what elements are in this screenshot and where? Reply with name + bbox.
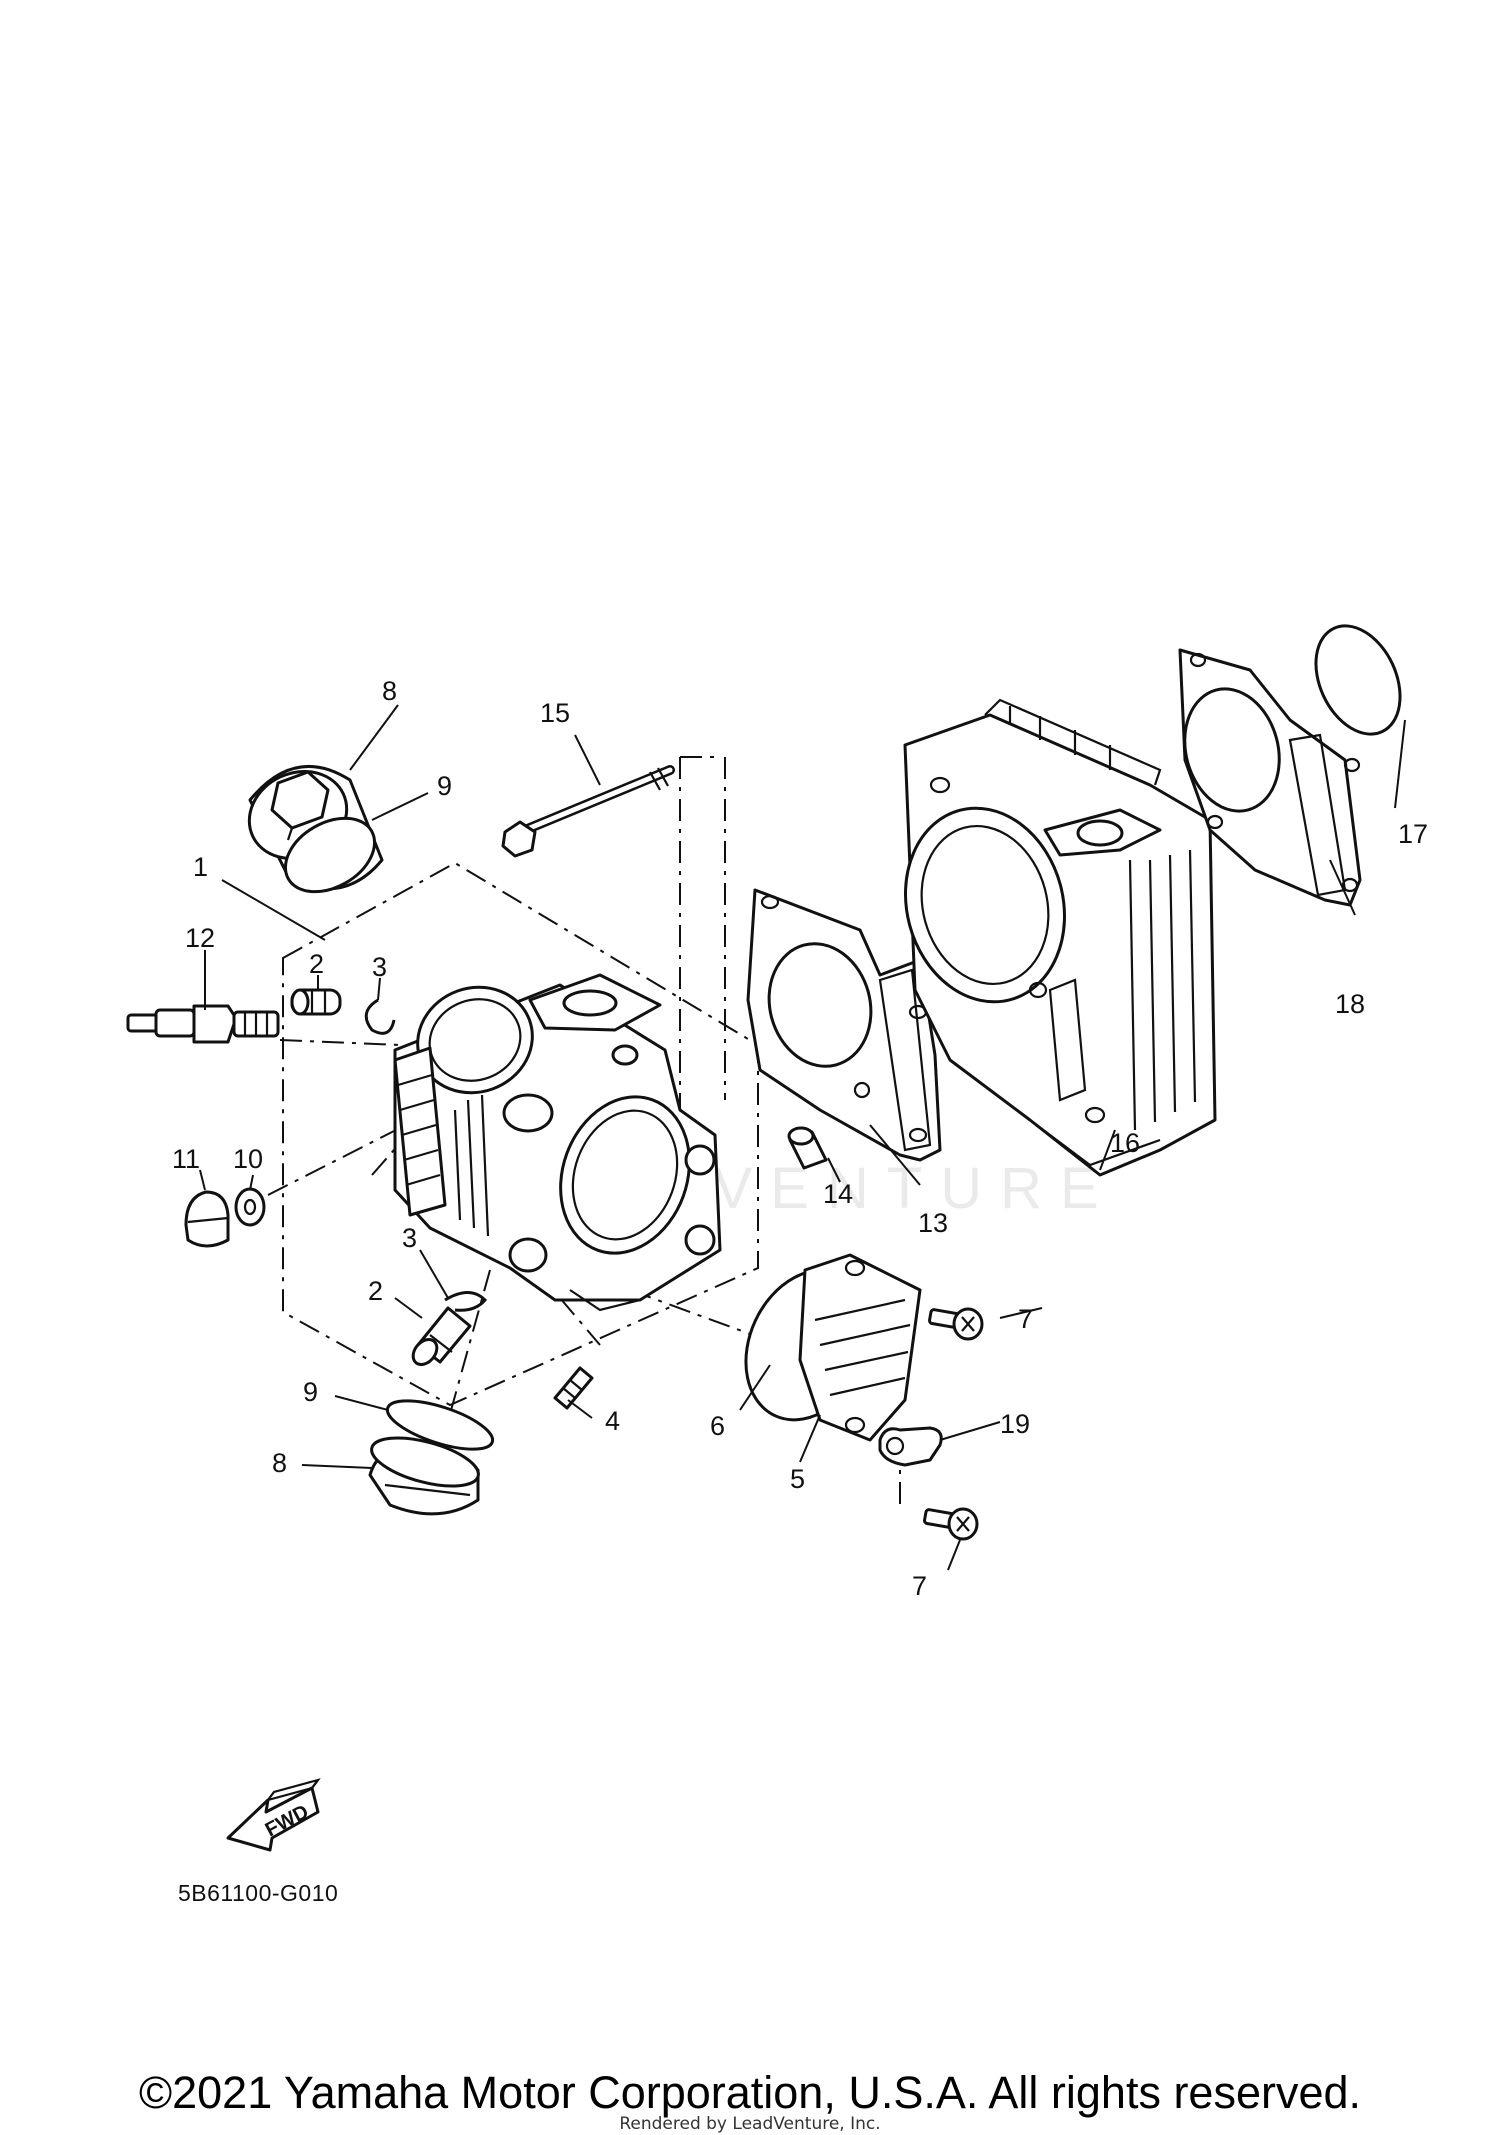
o-ring-upper (283, 816, 377, 894)
fwd-arrow-icon: FWD (226, 1778, 321, 1852)
callout-2: 2 (309, 949, 324, 979)
clip-upper (364, 998, 396, 1035)
head-assembly-outline (282, 861, 759, 1407)
callout-18: 18 (1335, 989, 1365, 1019)
cylinder-block (903, 698, 1217, 1177)
clip-lower (444, 1291, 488, 1312)
leader-11 (199, 1169, 206, 1191)
leader-19 (939, 1421, 1001, 1441)
callout-15: 15 (540, 698, 570, 728)
callout-7: 7 (1018, 1304, 1033, 1334)
leader-5 (799, 1414, 821, 1463)
callout-2-lower: 2 (368, 1276, 383, 1306)
o-ring-large (1314, 624, 1402, 736)
leader-7a (999, 1307, 1043, 1319)
leader-3a (377, 977, 381, 1001)
leader-17 (1394, 719, 1406, 809)
cap-nut (184, 1190, 230, 1248)
screw-lower (923, 1507, 979, 1541)
valve-guide-lower (411, 1306, 472, 1367)
centerline-spark-plug (279, 1039, 401, 1046)
callout-9-lower: 9 (303, 1377, 318, 1407)
leader-8b (301, 1464, 373, 1469)
leader-10 (249, 1174, 254, 1191)
leader-16 (1099, 1129, 1116, 1171)
washer (234, 1187, 266, 1227)
leader-2b (394, 1297, 423, 1319)
cylinder-head (393, 973, 722, 1312)
callout-9: 9 (437, 771, 452, 801)
dowel-pin (787, 1126, 828, 1170)
spark-plug (126, 1004, 280, 1044)
leader-18 (1329, 859, 1356, 916)
callout-19: 19 (1000, 1409, 1030, 1439)
leader-3b (419, 1249, 449, 1299)
callout-14: 14 (823, 1179, 853, 1209)
bracket (878, 1426, 943, 1467)
callout-17: 17 (1398, 819, 1428, 849)
copyright-notice: ©2021 Yamaha Motor Corporation, U.S.A. A… (138, 2067, 1362, 2118)
valve-guide-upper (290, 988, 342, 1016)
dowel-small (553, 1366, 594, 1410)
callout-3-lower: 3 (402, 1223, 417, 1253)
callout-10: 10 (233, 1144, 263, 1174)
callout-16: 16 (1110, 1128, 1140, 1158)
leader-15 (574, 734, 601, 786)
o-ring-lower (385, 1399, 495, 1451)
centerline-lower-plug (439, 1269, 491, 1451)
callout-11: 11 (172, 1144, 200, 1174)
leader-13 (869, 1124, 921, 1186)
screw-upper (928, 1307, 984, 1341)
head-bolt (501, 765, 675, 858)
leader-9b (334, 1395, 389, 1411)
callout-6: 6 (710, 1411, 725, 1441)
leader-4 (567, 1399, 593, 1419)
leader-14 (827, 1157, 841, 1183)
callout-3: 3 (372, 952, 387, 982)
callout-8: 8 (382, 676, 397, 706)
leader-1 (221, 879, 326, 941)
callout-7-lower: 7 (912, 1571, 927, 1601)
rendered-by: Rendered by LeadVenture, Inc. (619, 2114, 881, 2134)
side-cover (744, 1253, 922, 1442)
gasket-lower (746, 888, 942, 1162)
callout-5: 5 (790, 1464, 805, 1494)
callout-1: 1 (193, 852, 208, 882)
leader-9a (371, 792, 429, 821)
callout-12: 12 (185, 923, 215, 953)
callout-13: 13 (918, 1208, 948, 1238)
leader-7b (947, 1539, 961, 1571)
callout-4: 4 (605, 1406, 620, 1436)
callout-8-lower: 8 (272, 1448, 287, 1478)
leader-6 (739, 1364, 771, 1411)
diagram-code: 5B61100-G010 (178, 1880, 339, 1906)
leader-8a (349, 704, 399, 771)
centerline-dowel (559, 1297, 601, 1346)
oil-plug-lower (368, 1436, 480, 1516)
